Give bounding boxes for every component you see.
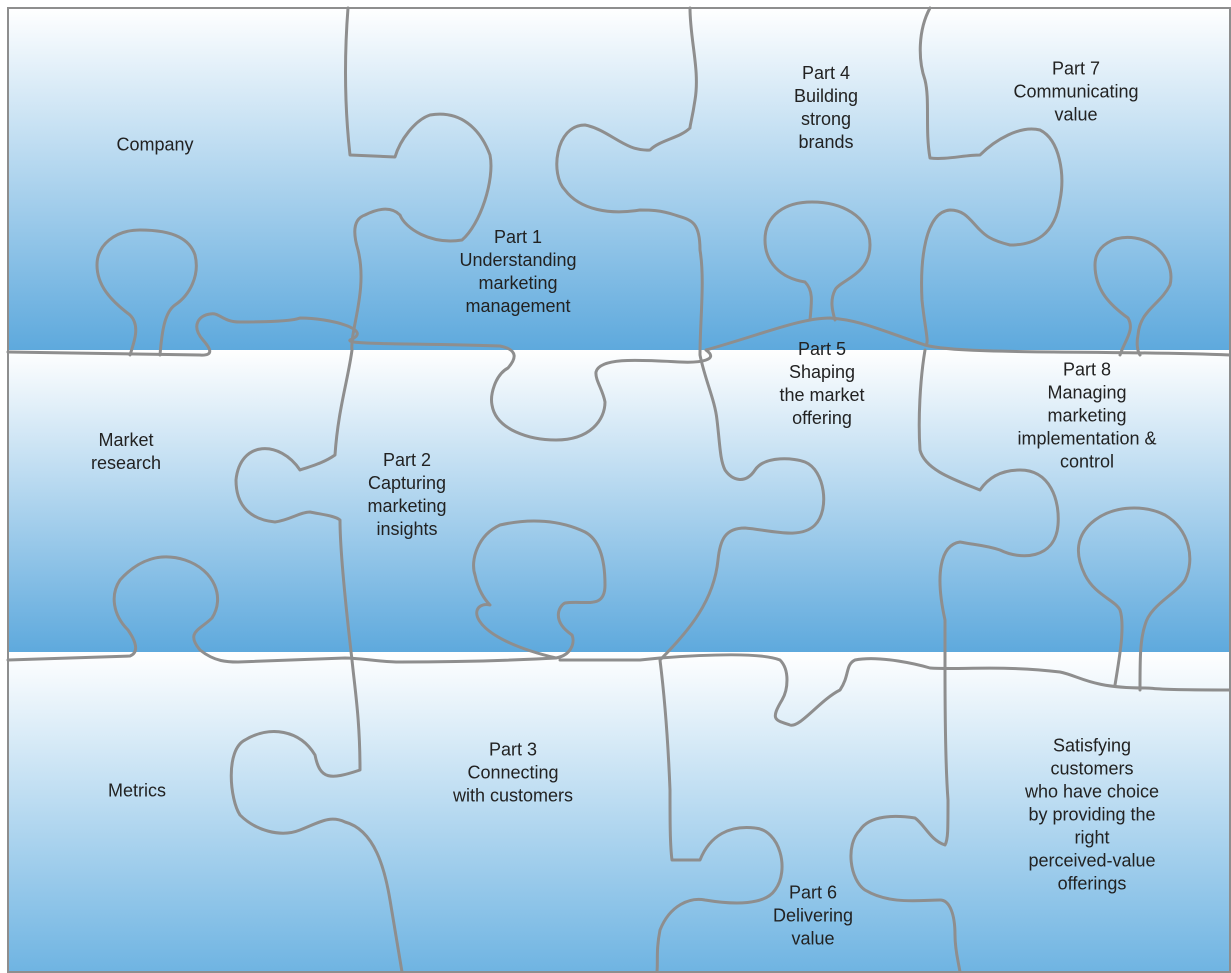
piece-part-3: Part 3 Connecting with customers <box>452 739 574 806</box>
piece-metrics: Metrics <box>108 780 166 801</box>
piece-part-2: Part 2 Capturing marketing insights <box>367 450 447 539</box>
tab-part-5 <box>763 200 872 322</box>
tab-satisfying-customers <box>1076 506 1192 692</box>
piece-part-5: Part 5 Shaping the market offering <box>779 339 865 428</box>
column-edge-b <box>555 6 826 973</box>
piece-market-research: Market research <box>90 430 162 473</box>
row-edge-1 <box>6 312 1231 442</box>
column-edge-c <box>849 6 1064 973</box>
piece-part-1: Part 1 Understanding marketing managemen… <box>459 227 577 316</box>
column-edge-a <box>229 6 493 973</box>
piece-part-4: Part 4 Building strong brands <box>793 63 859 152</box>
tab-market-research <box>95 228 198 357</box>
piece-company: Company <box>116 134 194 155</box>
piece-part-6: Part 6 Delivering value <box>772 882 854 949</box>
sky-band-top <box>8 8 1230 358</box>
sky-band-middle <box>8 350 1230 660</box>
piece-satisfying-customers: Satisfying customers who have choice by … <box>1024 735 1160 894</box>
piece-part-8: Part 8 Managing marketing implementation… <box>1017 359 1157 472</box>
diagram-frame <box>7 7 1231 973</box>
piece-part-7: Part 7 Communicating value <box>1013 58 1139 125</box>
sky-band-bottom <box>8 652 1230 972</box>
tab-part-8 <box>1093 235 1173 357</box>
row-edge-2 <box>6 519 1231 727</box>
